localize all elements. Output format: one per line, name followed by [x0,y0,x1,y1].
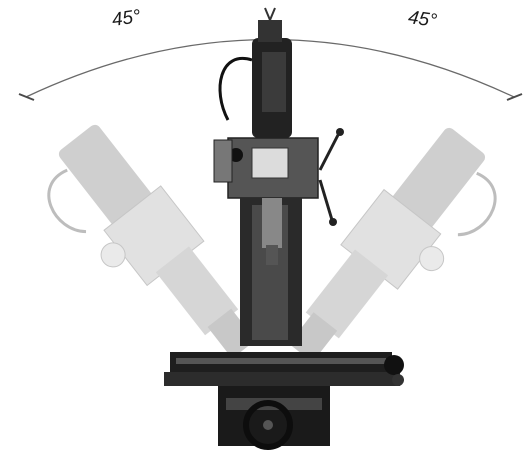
upright-mill [164,20,404,450]
left-tilted-head-ghost [47,124,256,359]
right-tilted-head-ghost [288,127,497,363]
left-tilt-angle-label: 45° [110,6,142,31]
right-tilt-angle-label: 45° [406,7,439,32]
